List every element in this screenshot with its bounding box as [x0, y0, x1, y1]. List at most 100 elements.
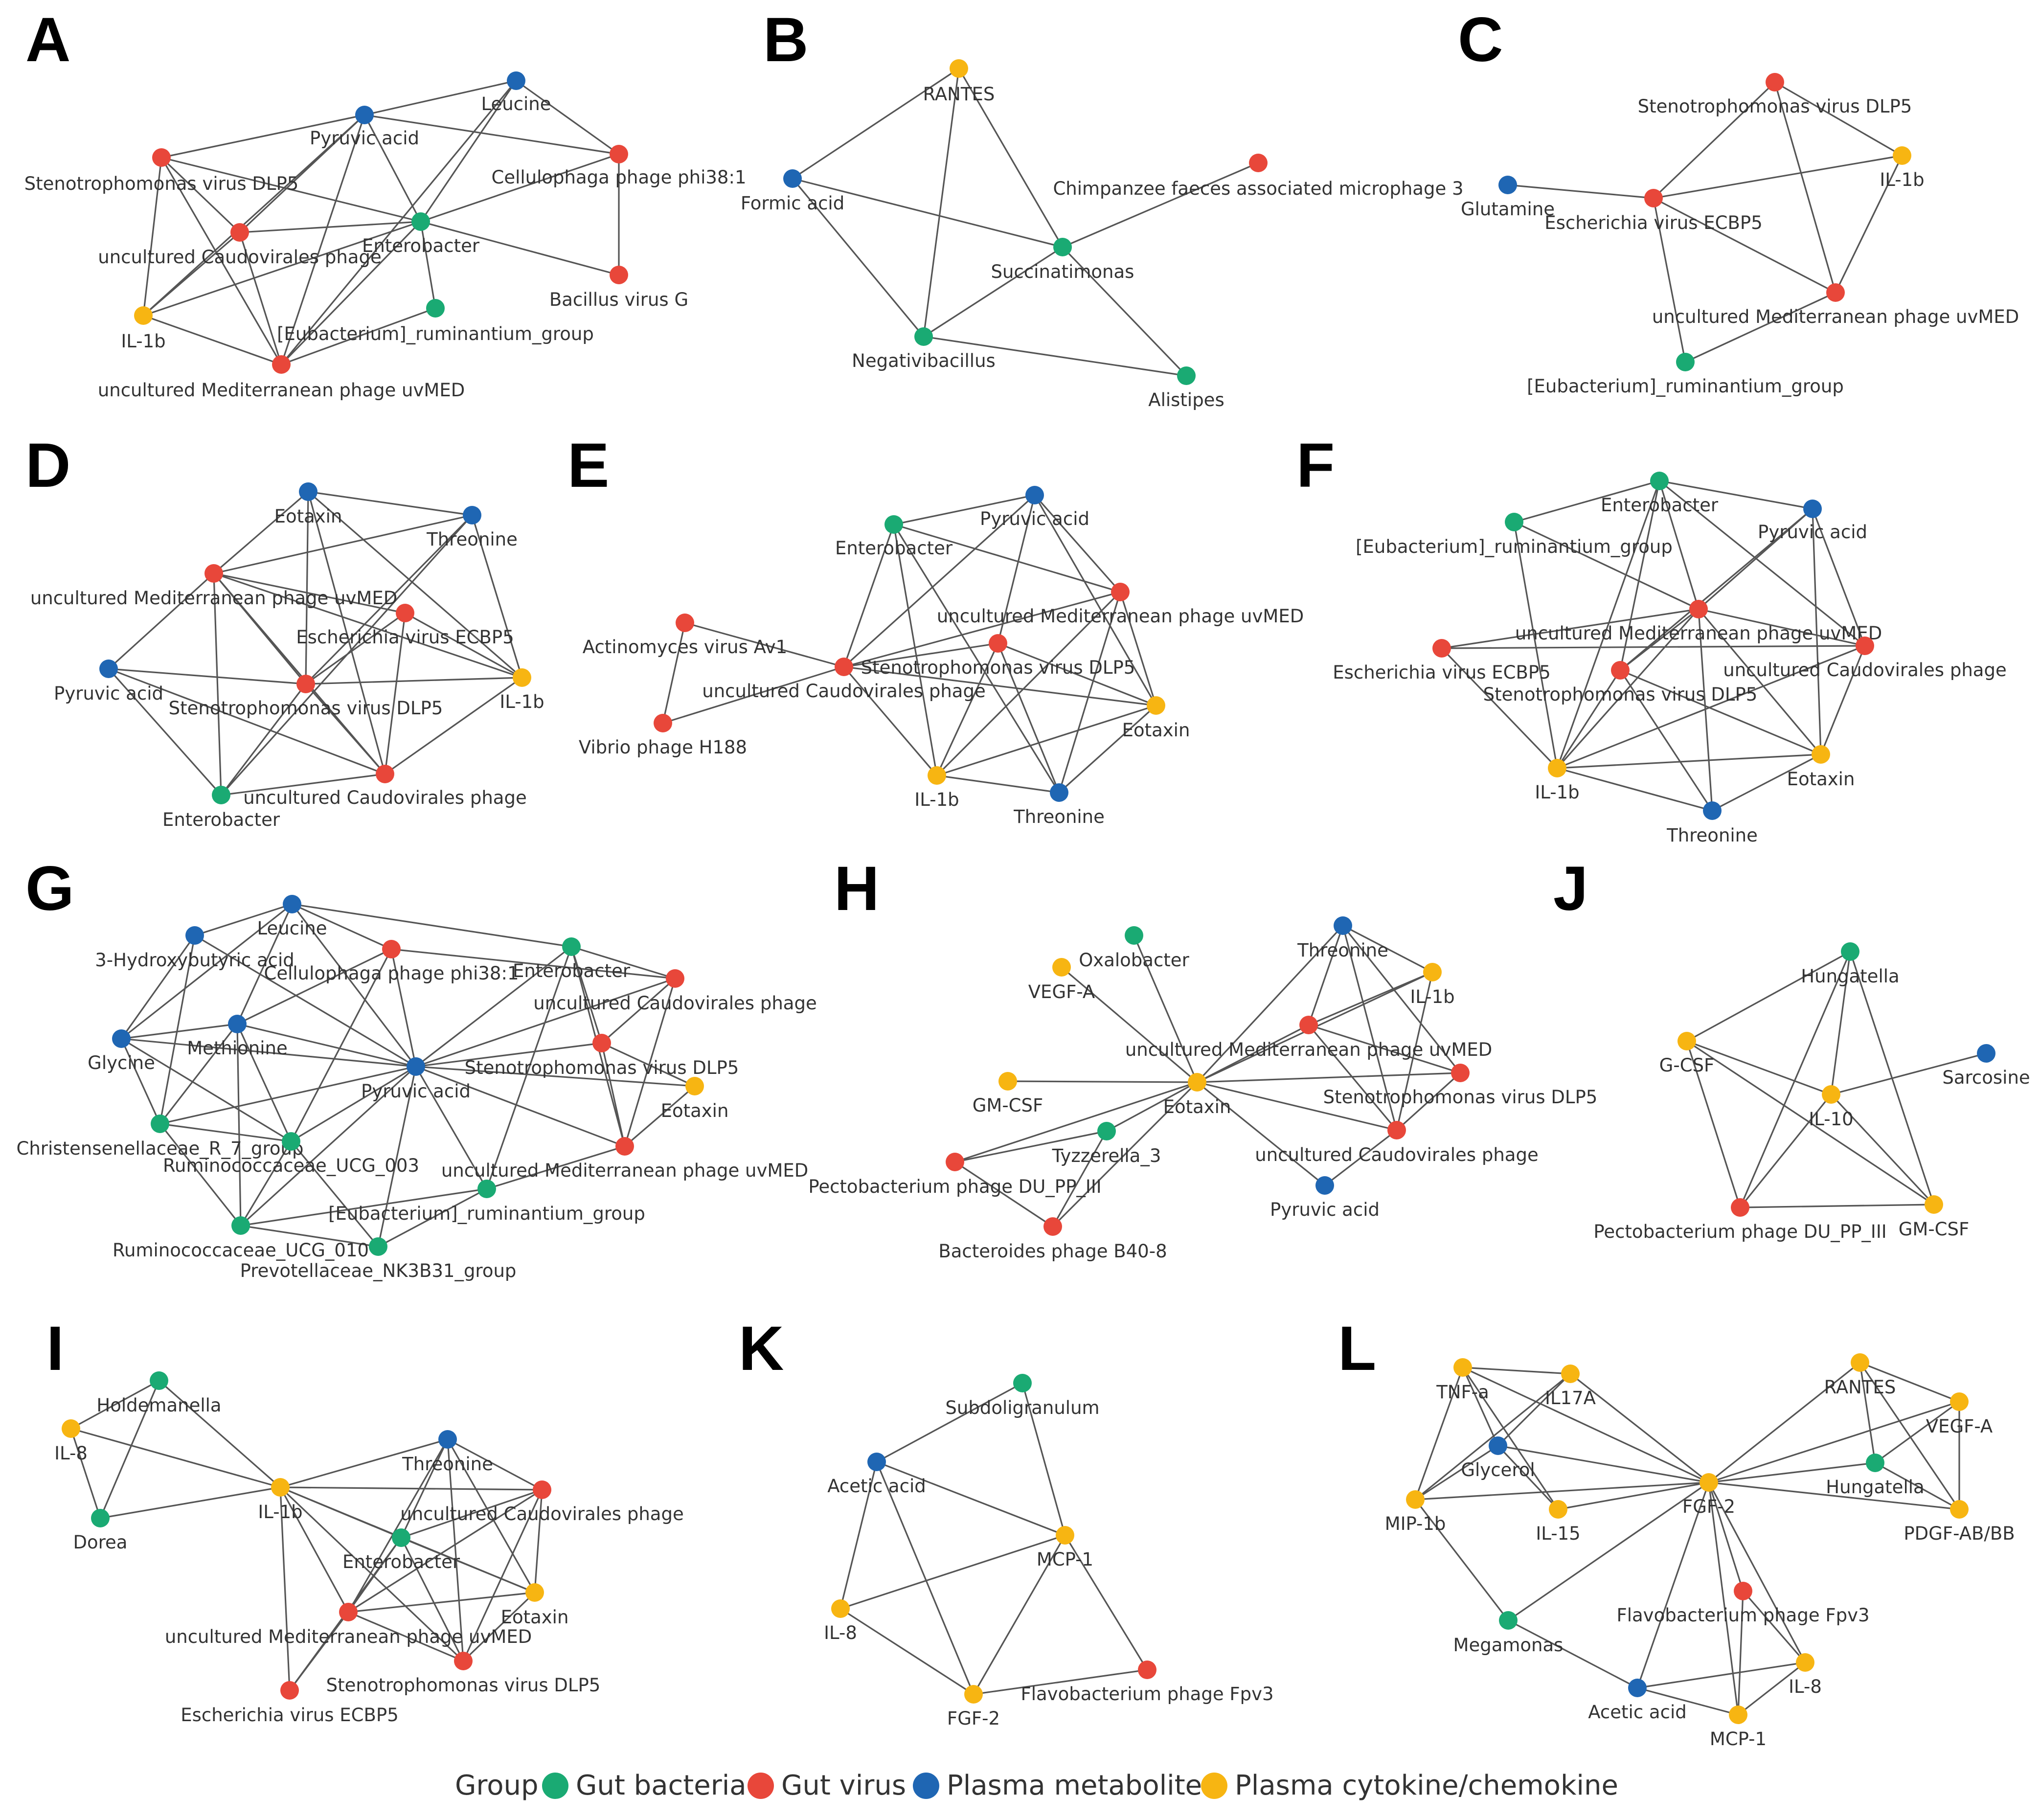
node-label-formic-acid: Formic acid [741, 193, 844, 214]
edge-pyr-ent [363, 114, 422, 222]
edge-sten-umed [601, 1043, 626, 1147]
node-uncultured-caudovirales-phage [376, 765, 394, 783]
node-escherichia-virus-ecbp5 [396, 604, 414, 622]
legend-label-gut-bacteria: Gut bacteria [576, 1770, 747, 1801]
node-label-uncultured-caudovirales-phage: uncultured Caudovirales phage [702, 681, 985, 702]
node-label-gm-csf: GM-CSF [1899, 1219, 1970, 1240]
edge-umed-il1b [1556, 608, 1700, 769]
edge-fgf2-pdgf [1708, 1481, 1960, 1510]
node-label-uncultured-caudovirales-phage: uncultured Caudovirales phage [533, 993, 816, 1014]
panel-letter-l: L [1338, 1314, 1376, 1384]
edge-ent-eub [486, 946, 572, 1189]
edge-ucp-pyr [1324, 1129, 1397, 1186]
edge-sten-il1b [1556, 670, 1621, 769]
edge-il8-dorea [70, 1428, 101, 1519]
node-label-pyruvic-acid: Pyruvic acid [980, 508, 1089, 529]
edge-il1b-umed [279, 1487, 349, 1613]
node-label-mcp-1: MCP-1 [1710, 1729, 1767, 1750]
node-label-eubacterium-ruminantium-group: [Eubacterium]_ruminantium_group [277, 323, 594, 344]
edge-umed-sten [348, 1611, 464, 1662]
node-label-threonine: Threonine [1666, 825, 1758, 846]
node-label-tnf-a: TNF-a [1436, 1382, 1489, 1403]
edge-il8-fgf2 [840, 1608, 974, 1695]
node-pyruvic-acid [1025, 486, 1044, 504]
node-methionine [228, 1015, 247, 1033]
edge-cell-ucp [391, 948, 676, 979]
edge-il1b-esch [279, 1487, 291, 1691]
node-enterobacter [411, 212, 430, 231]
edge-pyr-umed [1034, 494, 1121, 593]
edge-tnfa-glyc [1462, 1367, 1499, 1446]
edge-il10-sarc [1831, 1052, 1987, 1095]
edge-leu-cell [516, 80, 619, 155]
node-label-uncultured-mediterranean-phage-uvmed: uncultured Mediterranean phage uvMED [30, 588, 397, 609]
node-enterobacter [562, 937, 581, 956]
node-stenotrophomonas-virus-dlp5 [296, 675, 315, 693]
node-uncultured-caudovirales-phage [1387, 1121, 1406, 1139]
node-label-pyruvic-acid: Pyruvic acid [310, 128, 419, 149]
node-leucine [507, 71, 525, 90]
edge-cell-ent [420, 153, 619, 223]
node-label-il-1b: IL-1b [914, 789, 959, 810]
node-label-eotaxin: Eotaxin [661, 1100, 729, 1121]
edge-umed-eub [486, 1145, 625, 1190]
legend-title: Group [455, 1770, 539, 1801]
edge-cell-r003 [290, 949, 392, 1142]
panel-letter-k: K [739, 1314, 784, 1384]
node-label-prevotellaceae-nk3b31-group: Prevotellaceae_NK3B31_group [240, 1260, 517, 1281]
edge-pyr-umed [280, 114, 365, 365]
node-stenotrophomonas-virus-dlp5 [1611, 661, 1630, 680]
edge-fgf2-hung [1708, 1462, 1876, 1483]
node-label-eotaxin: Eotaxin [501, 1607, 569, 1628]
node-il-8 [1796, 1653, 1814, 1672]
edge-ent-sten [1619, 480, 1660, 671]
edge-eot-sten [1197, 1072, 1461, 1083]
edge-sten-ent [220, 683, 307, 796]
node-label-eubacterium-ruminantium-group: [Eubacterium]_ruminantium_group [328, 1203, 645, 1224]
node-pyruvic-acid [355, 106, 374, 124]
node-label-il-1b: IL-1b [1535, 782, 1579, 803]
panel-letter-c: C [1458, 5, 1503, 75]
node-eotaxin [525, 1583, 544, 1602]
node-actinomyces-virus-av1 [676, 614, 694, 632]
edge-ucp-ent [221, 773, 385, 796]
edge-sten-umed [160, 157, 282, 365]
panel-letter-f: F [1296, 431, 1335, 500]
edge-sten-ucp [305, 683, 386, 775]
edge-gcsf-pect [1686, 1041, 1741, 1208]
edge-ucp-sten [462, 1489, 543, 1661]
edge-thr-umed [1308, 925, 1344, 1025]
edge-umed-eot [348, 1592, 535, 1613]
legend-label-plasma-metabolite: Plasma metabolite [947, 1770, 1202, 1801]
node-label-dorea: Dorea [73, 1532, 128, 1553]
edge-esch-sten [305, 612, 406, 685]
legend: Group Gut bacteria Gut virus Plasma meta… [455, 1770, 1618, 1801]
node-ruminococcaceae-ucg-003 [282, 1132, 300, 1151]
edge-glyc-mip1b [1415, 1445, 1498, 1501]
node-acetic-acid [867, 1453, 886, 1471]
node-labels: Enterobacter[Eubacterium]_ruminantium_gr… [1333, 495, 2006, 846]
node-fgf-2 [1700, 1473, 1718, 1492]
node-label-alistipes: Alistipes [1148, 389, 1224, 410]
edges [662, 494, 1157, 794]
node-label-flavobacterium-phage-fpv3: Flavobacterium phage Fpv3 [1020, 1684, 1273, 1705]
edge-hold-dorea [99, 1380, 160, 1519]
node-pectobacterium-phage-du-pp-iii [1731, 1198, 1749, 1217]
legend-swatch-gut-bacteria [542, 1773, 568, 1799]
node-leucine [283, 895, 301, 913]
edge-pyr-r003 [291, 1066, 416, 1142]
node-threonine [438, 1430, 457, 1449]
node-label-vegf-a: VEGF-A [1028, 981, 1095, 1002]
edge-ucp-sten [601, 978, 676, 1044]
node-label-uncultured-caudovirales-phage: uncultured Caudovirales phage [243, 787, 526, 808]
edge-tnfa-il17a [1462, 1366, 1571, 1375]
node-succinatimonas [1053, 238, 1072, 256]
edge-ucp-pyr [415, 978, 676, 1068]
edge-umed-pyr [108, 572, 215, 670]
edge-umed-esch [289, 1612, 349, 1691]
node-label-enterobacter: Enterobacter [835, 538, 953, 559]
edge-thr-umed [347, 1439, 449, 1613]
node-vegf-a [1052, 958, 1071, 977]
